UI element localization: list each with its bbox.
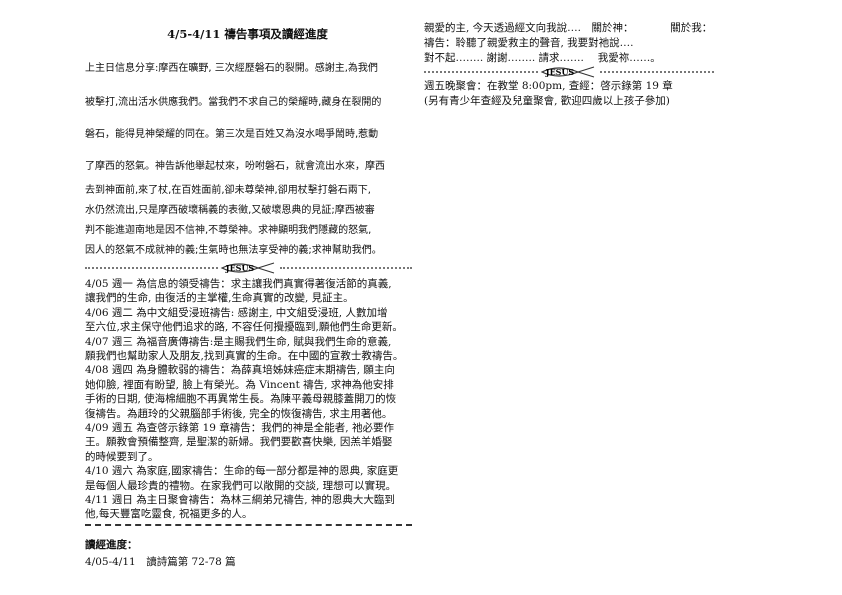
devotion-line: 對不起…….. 謝謝…….. 請求……. 我愛祢……。 xyxy=(424,52,661,64)
prayer-line: 4/11 週日 為主日聚會禱告：為林三綱弟兄禱告, 神的恩典大大臨到 xyxy=(85,494,395,506)
prayer-line: 4/10 週六 為家庭,國家禱告：生命的每一部分都是神的恩典, 家庭更 xyxy=(85,465,399,478)
prayer-line: 願我們也幫助家人及朋友,找到真實的生命。在中國的宣教士教禱告。 xyxy=(85,350,404,362)
prayer-line: 讓我們的生命, 由復活的主掌權,生命真實的改變, 見証主。 xyxy=(85,292,354,305)
sermon-line: 上主日信息分享:摩西在曠野, 三次經歷磐石的裂開。感謝主,為我們 xyxy=(85,63,378,74)
jesus-fish-icon: JESUS xyxy=(540,66,595,78)
jesus-divider: JESUS xyxy=(424,66,714,78)
prayer-line: 他,每天豐富吃靈食, 祝福更多的人。 xyxy=(85,508,253,521)
prayer-line: 她仰臉, 裡面有盼望, 臉上有榮光。為 Vincent 禱告, 求神為他安排 xyxy=(85,378,394,391)
prayer-line: 4/05 週一 為信息的領受禱告：求主讓我們真實得著復活節的真義, xyxy=(85,278,392,290)
prayer-line: 4/09 週五 為查啓示錄第 19 章禱告：我們的神是全能者, 祂必要作 xyxy=(85,422,394,434)
prayer-line: 是每個人最珍貴的禮物。在家我們可以敞開的交談, 理想可以實現。 xyxy=(85,479,397,492)
sermon-line: 水仍然流出,只是摩西破壞稱義的表徵,又破壞恩典的見証;摩西被審 xyxy=(85,205,375,216)
prayer-line: 4/08 週四 為身體軟弱的禱告：為薛真培姊妹癌症末期禱告, 願主向 xyxy=(85,364,395,377)
sermon-line: 判不能進迦南地是因不信神,不尊榮神。求神顯明我們隱藏的怒氣, xyxy=(85,225,372,236)
devotion-line: 親愛的主, 今天透過經文向我說…. 關於神： 關於我： xyxy=(424,22,713,34)
prayer-line: 4/06 週二 為中文組受浸班禱告: 感謝主, 中文組受浸班, 人數加增 xyxy=(85,306,388,319)
jesus-divider: JESUS xyxy=(85,262,412,274)
prayer-line: 至六位,求主保守他們追求的路, 不容任何攪擾臨到,願他們生命更新。 xyxy=(85,321,403,334)
sermon-line: 去到神面前,來了杖,在百姓面前,卻未尊榮神,卻用杖擊打磐石兩下, xyxy=(85,185,371,196)
prayer-line: 4/07 週三 為福音廣傳禱告:是主賜我們生命, 賦與我們生命的意義, xyxy=(85,335,392,348)
sermon-line: 磐石，能得見神榮耀的同在。第三次是百姓又為沒水喝爭鬧時,惹動 xyxy=(85,129,379,140)
jesus-fish-icon: JESUS xyxy=(220,262,274,274)
sermon-line: 因人的怒氣不成就神的義;生氣時也無法享受神的義;求神幫助我們。 xyxy=(85,245,382,256)
prayer-line: 手術的日期, 使海棉細胞不再異常生長。為陳平義母親膝蓋開刀的恢 xyxy=(85,393,397,406)
reading-heading: 讀經進度： xyxy=(85,539,138,551)
friday-note: (另有青少年查經及兒童聚會, 歡迎四歲以上孩子參加) xyxy=(424,95,670,107)
dashed-divider xyxy=(85,524,412,526)
svg-text:JESUS: JESUS xyxy=(545,67,575,77)
reading-schedule: 4/05-4/11 讀詩篇第 72-78 篇 xyxy=(85,556,236,568)
friday-meeting: 週五晚聚會：在教堂 8:00pm, 查經：啓示錄第 19 章 xyxy=(424,80,673,92)
svg-text:JESUS: JESUS xyxy=(224,263,254,273)
page-title: 4/5-4/11 禱告事項及讀經進度 xyxy=(167,27,328,41)
devotion-line: 禱告：聆聽了親愛救主的聲音, 我要對祂說…. xyxy=(424,37,634,49)
prayer-line: 復禱告。為趙玲的父親腦部手術後, 完全的恢復禱告, 求主用著他。 xyxy=(85,407,393,420)
sermon-line: 了摩西的怒氣。神告訴他舉起杖來，吩咐磐石，就會流出水來，摩西 xyxy=(85,161,385,172)
prayer-line: 王。願教會預備整齊, 是聖潔的新婦。我們要歡喜快樂, 因羔羊婚娶 xyxy=(85,436,393,449)
prayer-line: 的時候要到了。 xyxy=(85,450,159,463)
sermon-line: 被擊打,流出活水供應我們。當我們不求自己的榮耀時,藏身在裂開的 xyxy=(85,97,382,108)
